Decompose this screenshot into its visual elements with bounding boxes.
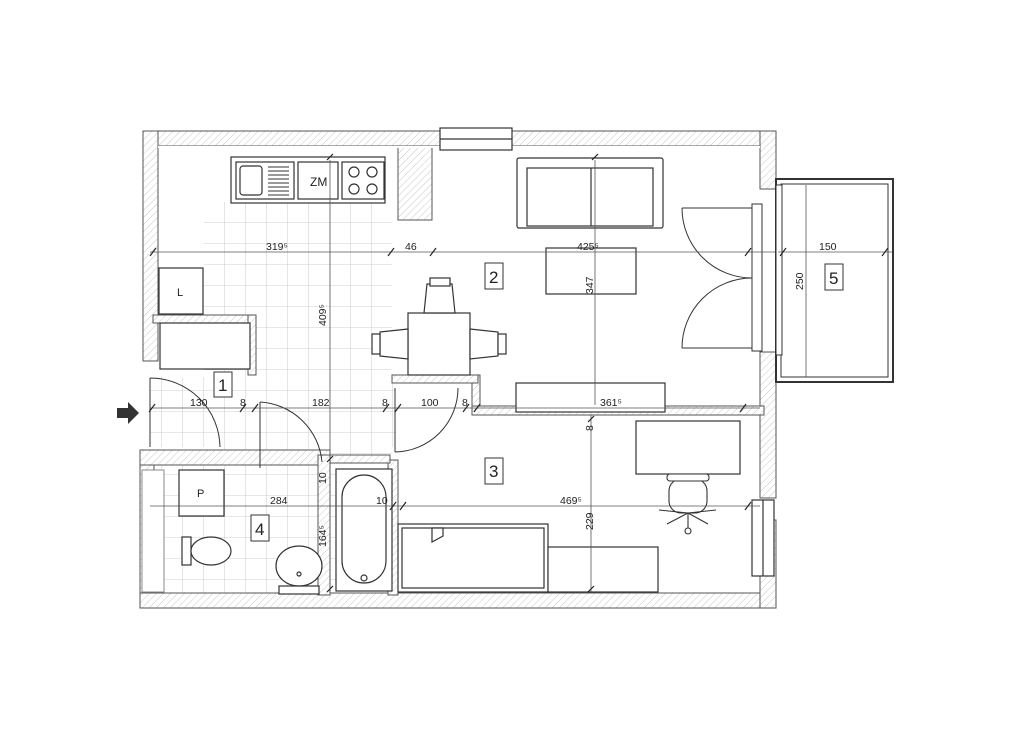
dim-wall-8c: 8 xyxy=(462,397,468,409)
kitchen-counter xyxy=(230,156,386,204)
windows xyxy=(439,127,775,577)
dimension-lines xyxy=(148,153,892,593)
dim-bath-width: 284 xyxy=(270,495,288,507)
dim-door-100: 100 xyxy=(421,397,439,409)
dim-room3-depth: 229 xyxy=(584,512,596,530)
bed xyxy=(397,523,659,593)
room-4-number: 4 xyxy=(255,520,264,539)
balcony xyxy=(775,178,894,383)
dim-hall-130: 130 xyxy=(190,397,208,409)
tv-cabinet xyxy=(515,382,666,413)
sofa xyxy=(516,157,664,229)
washer-label: P xyxy=(197,488,204,500)
dim-hall-182: 182 xyxy=(312,397,330,409)
desk xyxy=(635,420,741,475)
bathroom-shelf xyxy=(141,469,165,593)
room-2-number: 2 xyxy=(489,268,498,287)
dim-wall-10b: 10 xyxy=(376,495,388,507)
stove-label: ZM xyxy=(310,175,327,189)
dim-bath-depth: 164⁵ xyxy=(317,525,329,547)
room-1-number: 1 xyxy=(218,376,227,395)
dining-table xyxy=(371,277,507,376)
room-number-boxes xyxy=(213,262,844,542)
dim-room3-width: 469⁵ xyxy=(560,495,582,507)
room-5-number: 5 xyxy=(829,269,838,288)
wardrobe xyxy=(158,267,251,370)
dim-kitchen-depth: 409⁵ xyxy=(317,304,329,326)
dim-living-width: 425⁵ xyxy=(577,241,599,253)
coffee-table xyxy=(545,247,637,295)
room-3-number: 3 xyxy=(489,462,498,481)
bathtub xyxy=(335,468,393,592)
dim-balcony-depth: 250 xyxy=(794,272,806,290)
fridge xyxy=(297,161,339,200)
dim-kitchen-width: 319⁵ xyxy=(266,241,288,253)
dim-wall-8b: 8 xyxy=(382,397,388,409)
dim-living-361: 361⁵ xyxy=(600,397,622,409)
dim-wall-8d: 8 xyxy=(584,425,596,431)
toilet xyxy=(181,536,232,566)
office-chair xyxy=(658,473,717,535)
washbasin xyxy=(275,545,323,595)
dim-balcony-width: 150 xyxy=(819,241,837,253)
dim-living-depth: 347 xyxy=(584,276,596,294)
dim-chimney: 46 xyxy=(405,241,417,253)
dim-wall-8a: 8 xyxy=(240,397,246,409)
washing-machine xyxy=(178,469,225,517)
wardrobe-label: L xyxy=(177,287,183,299)
entrance-arrow-icon xyxy=(117,402,139,424)
stove xyxy=(341,161,385,200)
dim-wall-10a: 10 xyxy=(317,472,329,484)
doors xyxy=(149,377,459,468)
balcony-door xyxy=(681,203,763,352)
